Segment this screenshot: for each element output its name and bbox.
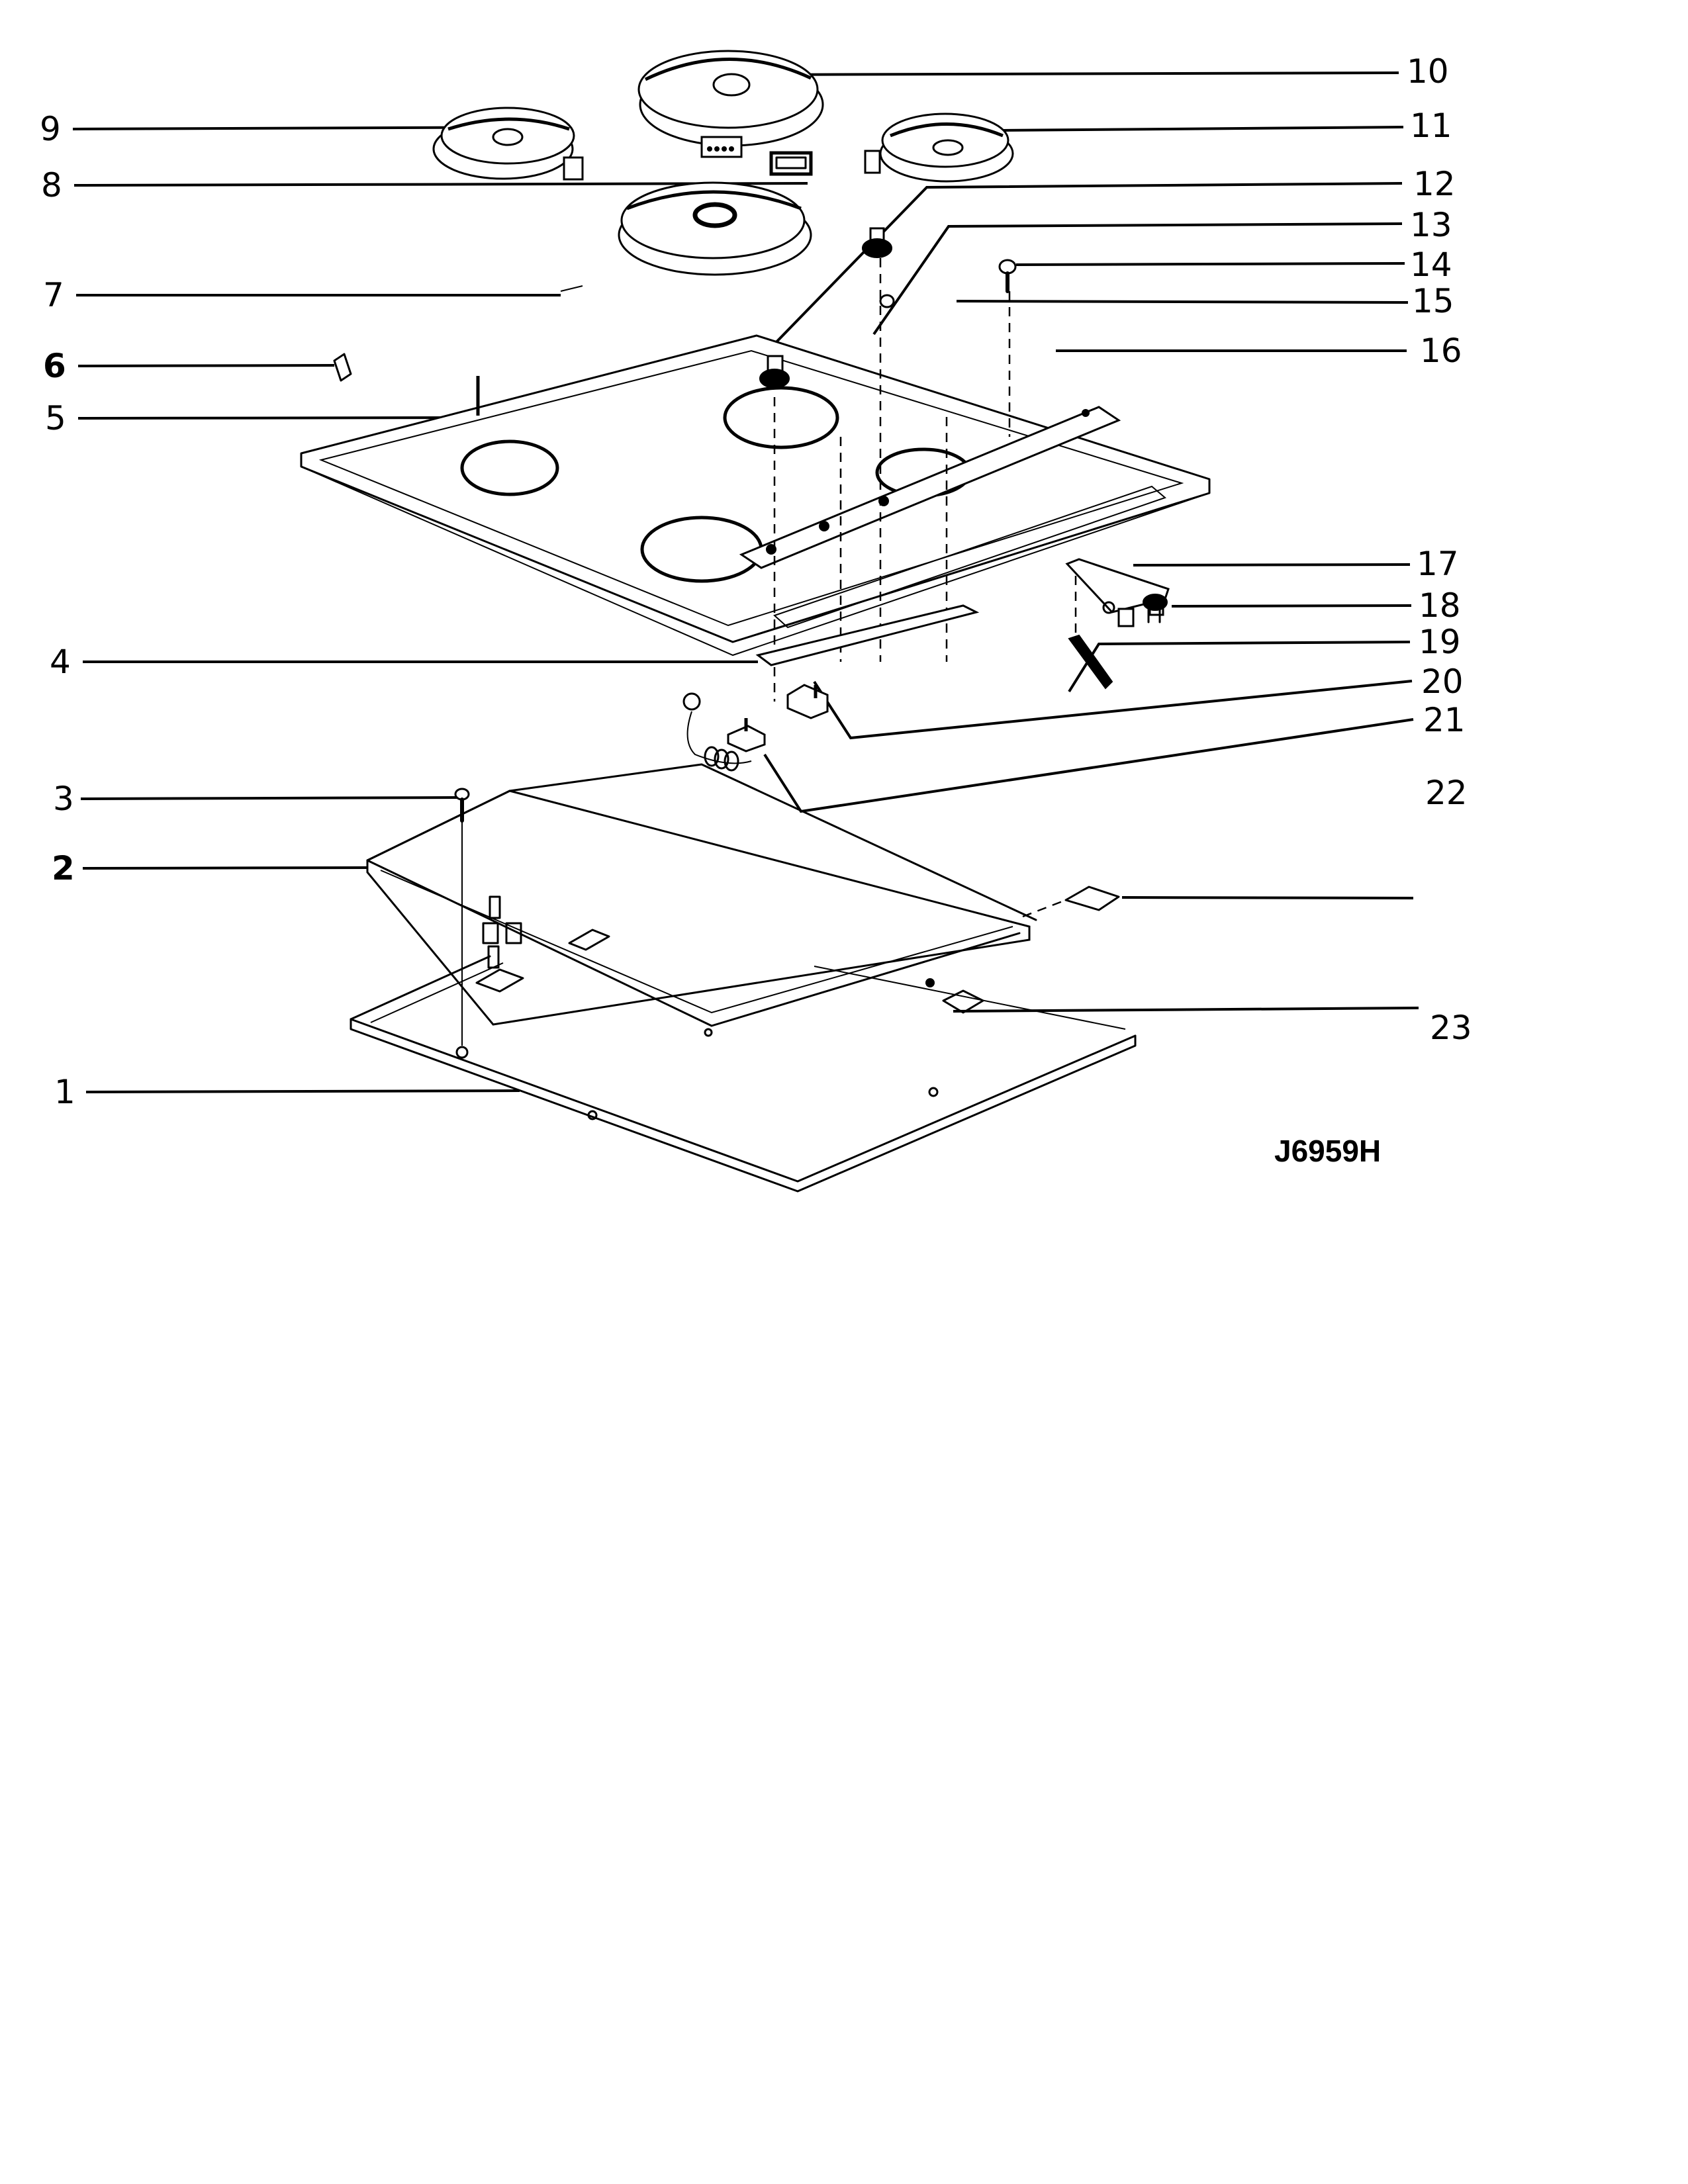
part-label-19: 19 (1419, 623, 1461, 661)
part-label-13: 13 (1410, 206, 1452, 244)
leader-line-19 (1068, 641, 1411, 693)
part-label-3: 3 (53, 780, 74, 818)
part-label-2: 2 (52, 849, 75, 887)
terminal-18-icon (1143, 594, 1168, 623)
part-label-1: 1 (54, 1073, 75, 1111)
base-tray-1-icon (350, 955, 1137, 1193)
leader-line-23 (953, 1007, 1419, 1013)
screw-3-icon (454, 788, 470, 1059)
part-label-12: 12 (1413, 165, 1456, 203)
leader-line-20 (813, 680, 1413, 740)
knob-13-icon (862, 227, 892, 258)
leader-line-15 (956, 300, 1409, 304)
connector-plug-icon (769, 151, 813, 176)
part-label-9: 9 (40, 110, 61, 148)
leader-line-21 (763, 718, 1414, 813)
leader-line-13 (872, 222, 1403, 336)
part-label-23: 23 (1430, 1009, 1472, 1047)
leader-lines (72, 71, 1419, 1093)
hotplate-10-icon (637, 50, 824, 158)
hotplate-9-icon (432, 107, 584, 181)
leader-line-10 (744, 71, 1399, 76)
leader-line-1 (85, 1089, 520, 1093)
washer-15-icon (879, 294, 895, 308)
part-label-7: 7 (43, 276, 64, 314)
selector-21-icon (682, 692, 766, 772)
clip-6-icon (333, 353, 352, 382)
lamp-14-icon (998, 259, 1017, 293)
part-label-11: 11 (1410, 107, 1452, 145)
part-label-10: 10 (1407, 52, 1449, 91)
inner-tray-2-icon (366, 763, 1037, 1027)
part-label-20: 20 (1421, 662, 1464, 701)
regulator-20-icon (786, 684, 829, 719)
leader-line-3 (80, 796, 461, 800)
leader-line-11 (1002, 126, 1404, 132)
cover-plate-22-icon (1022, 886, 1120, 918)
part-label-18: 18 (1419, 586, 1461, 625)
part-label-5: 5 (45, 399, 66, 437)
part-label-14: 14 (1410, 246, 1452, 284)
assembly-axes (773, 258, 1077, 702)
drawing-code: J6959H (1274, 1134, 1382, 1168)
hob-top-panel-icon (300, 285, 1211, 657)
part-label-15: 15 (1412, 282, 1454, 320)
leader-line-6 (77, 364, 335, 367)
leader-line-12 (767, 182, 1403, 352)
part-label-21: 21 (1423, 701, 1466, 739)
part-label-17: 17 (1417, 545, 1459, 583)
control-strip-16-icon (739, 406, 1121, 569)
knob-12-icon (759, 355, 790, 388)
part-label-6: 6 (43, 347, 66, 385)
hotplate-11-icon (864, 113, 1014, 183)
part-label-8: 8 (41, 166, 62, 205)
part-label-22: 22 (1425, 774, 1468, 812)
leader-line-22 (1121, 896, 1414, 899)
hotplate-8-icon (618, 181, 812, 276)
bracket-17-icon (1065, 558, 1170, 627)
leader-line-14 (1015, 262, 1405, 266)
bracket-4-icon (755, 604, 980, 666)
part-label-4: 4 (50, 643, 71, 681)
switch-19-icon (1068, 634, 1113, 690)
part-label-16: 16 (1420, 332, 1462, 370)
